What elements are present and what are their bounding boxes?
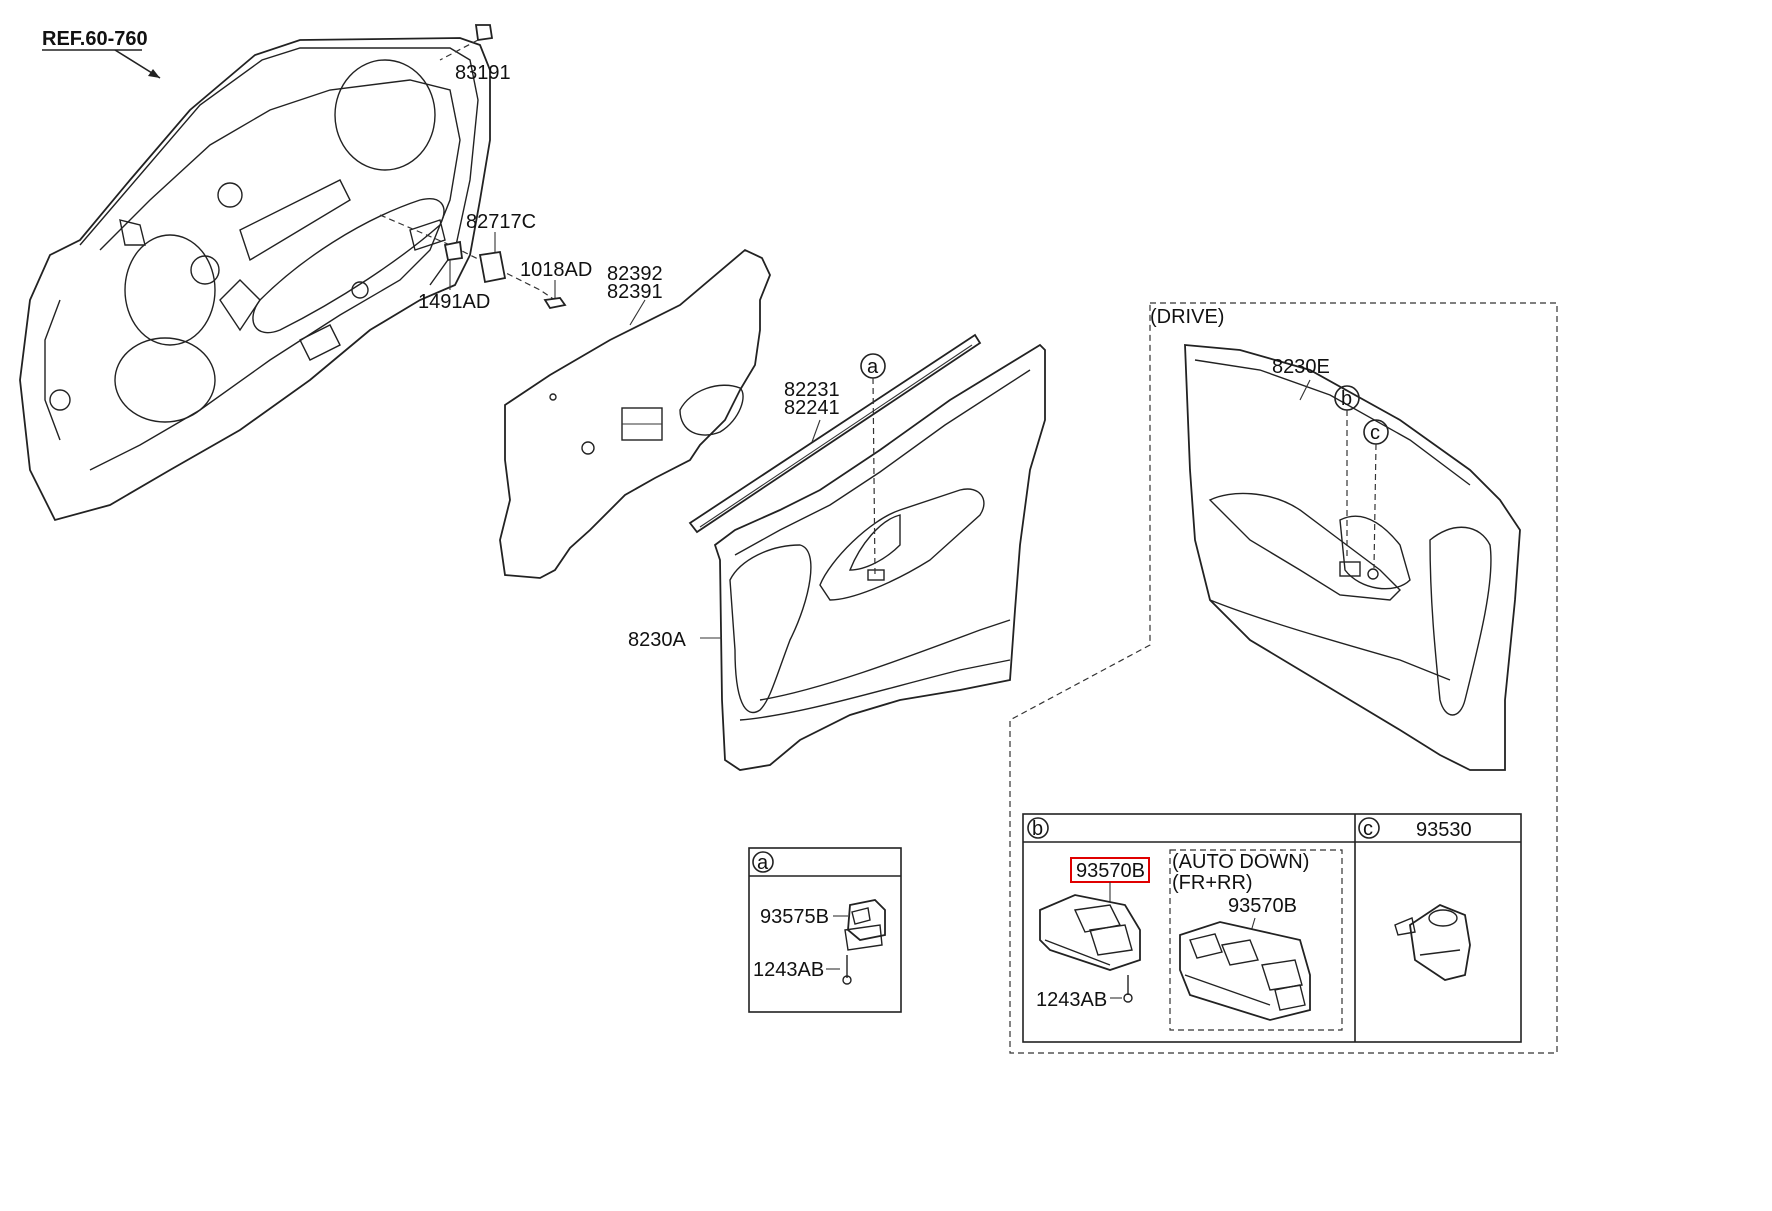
callout-b-label[interactable]: b	[1341, 388, 1352, 410]
door-frame	[19, 37, 491, 522]
door-trim-8230A: 8230A	[628, 343, 1046, 771]
callout-a-label[interactable]: a	[867, 356, 879, 378]
box-b-callout[interactable]: b	[1032, 818, 1043, 840]
part-label-93575B[interactable]: 93575B	[760, 906, 829, 928]
part-label-1243AB-a[interactable]: 1243AB	[753, 959, 824, 981]
weatherstrip: 82231 82241	[688, 333, 982, 534]
part-label-82391[interactable]: 82391	[607, 281, 663, 303]
sealing-panel: 82392 82391	[499, 248, 771, 579]
part-label-82717C[interactable]: 82717C	[466, 211, 536, 233]
part-label-82231[interactable]: 82231	[784, 379, 840, 401]
detail-box-a: a 93575B 1243AB	[748, 847, 902, 1013]
part-label-8230A[interactable]: 8230A	[628, 629, 686, 651]
part-label-1018AD[interactable]: 1018AD	[520, 259, 592, 281]
auto-down-line2[interactable]: (FR+RR)	[1172, 872, 1253, 894]
box-a-callout[interactable]: a	[757, 852, 769, 874]
callout-c-label[interactable]: c	[1370, 422, 1380, 444]
part-label-93570B[interactable]: 93570B	[1076, 860, 1145, 882]
part-label-82392[interactable]: 82392	[607, 263, 663, 285]
ref-label-group: REF.60-760	[42, 28, 161, 79]
part-label-93570B-auto[interactable]: 93570B	[1228, 895, 1297, 917]
box-c-callout[interactable]: c	[1363, 818, 1373, 840]
part-label-83191[interactable]: 83191	[455, 62, 511, 84]
ref-label[interactable]: REF.60-760	[42, 28, 148, 50]
part-label-1243AB-b[interactable]: 1243AB	[1036, 989, 1107, 1011]
part-label-82241[interactable]: 82241	[784, 397, 840, 419]
drive-section: (DRIVE) 8230E b c	[1009, 302, 1558, 1054]
hinge-parts: 82717C 1018AD 1491AD	[379, 211, 592, 313]
part-label-93530[interactable]: 93530	[1416, 819, 1472, 841]
drive-label[interactable]: (DRIVE)	[1150, 306, 1224, 328]
auto-down-line1[interactable]: (AUTO DOWN)	[1172, 851, 1309, 873]
part-label-8230E[interactable]: 8230E	[1272, 356, 1330, 378]
detail-box-bc: b c 93530 93570B 1243AB (AUTO DOWN) (FR+…	[1022, 813, 1522, 1043]
callout-a-door: a	[860, 353, 886, 576]
clip-83191: 83191	[439, 24, 511, 84]
part-label-1491AD[interactable]: 1491AD	[418, 291, 490, 313]
